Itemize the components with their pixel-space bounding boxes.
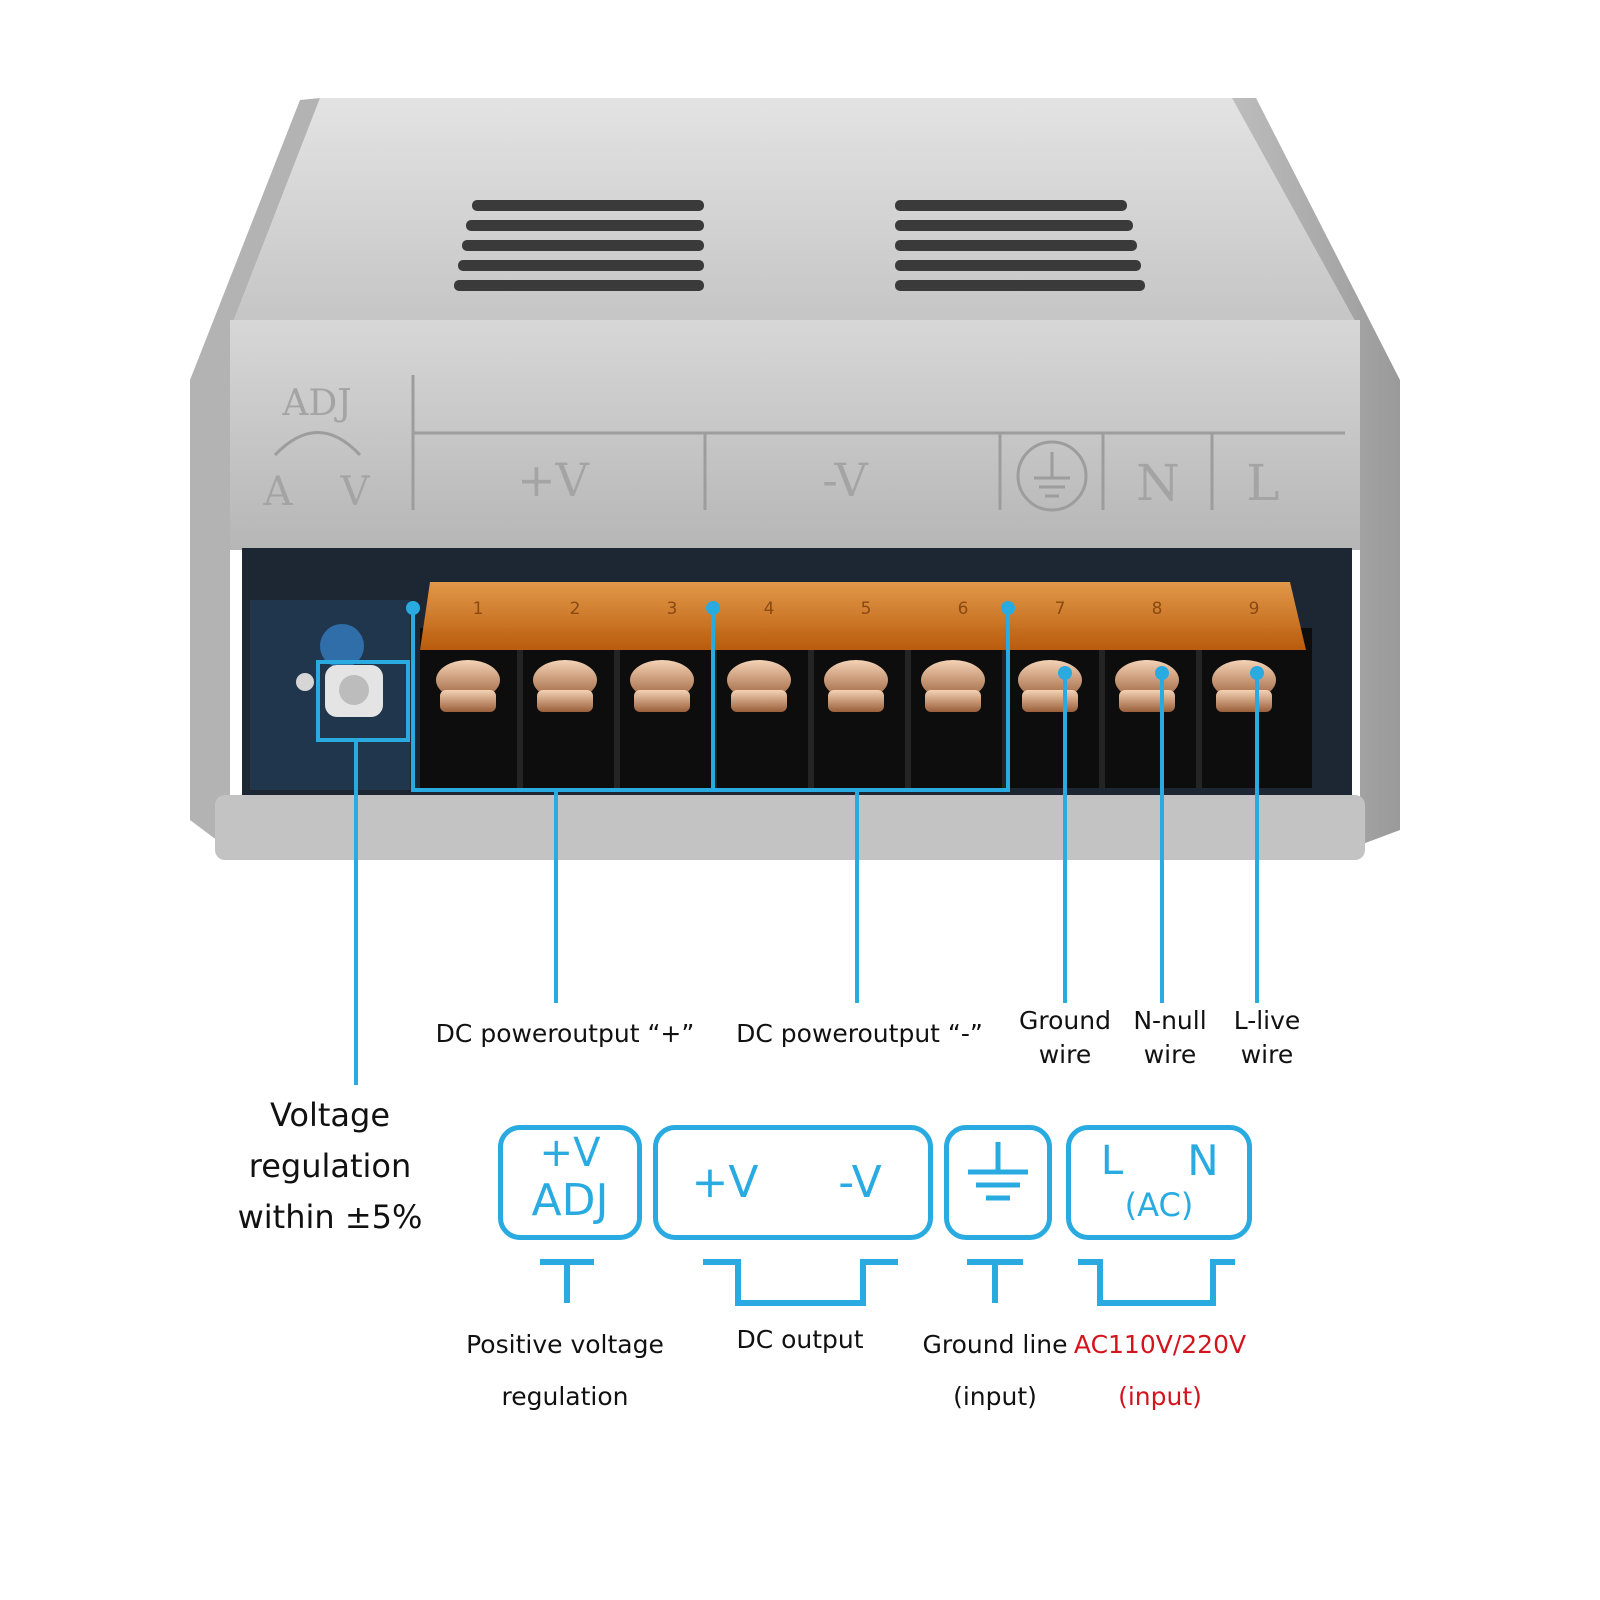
ground-line-label-line1: Ground line (922, 1330, 1068, 1359)
ac-box-n: N (1187, 1136, 1219, 1185)
l-live-wire-label-line2: wire (1240, 1040, 1294, 1069)
housing-left-side (190, 98, 320, 850)
adj-box-adj: ADJ (531, 1175, 609, 1226)
panel-label-adj: ADJ (281, 383, 351, 424)
terminal-cover (420, 582, 1306, 650)
dc-minus-label: DC poweroutput “-” (736, 1019, 983, 1048)
terminal-number: 5 (861, 599, 872, 619)
legend-brackets (540, 1259, 1235, 1306)
panel-label-plus-v: +V (517, 453, 590, 507)
dc-box-minus-v: -V (838, 1157, 882, 1208)
positive-voltage-label-line2: regulation (501, 1382, 629, 1411)
led (296, 673, 314, 691)
dc-box-plus-v: +V (691, 1157, 759, 1208)
vent-slots-right (895, 200, 1145, 291)
ground-symbol-legend (968, 1142, 1028, 1201)
terminal-number: 9 (1249, 599, 1260, 619)
panel-label-l: L (1246, 454, 1279, 512)
positive-voltage-label-line1: Positive voltage (466, 1330, 664, 1359)
terminal-number: 2 (570, 599, 581, 619)
ac-input-label-line1: AC110V/220V (1073, 1330, 1247, 1359)
panel-label-v: V (340, 469, 371, 515)
ac-box (1066, 1125, 1252, 1240)
panel-label-a: A (263, 469, 294, 515)
voltage-regulation-line1: Voltage (269, 1096, 391, 1134)
ground-line-label-line2: (input) (953, 1382, 1037, 1411)
terminal-number: 3 (667, 599, 678, 619)
panel-label-n: N (1136, 454, 1180, 512)
terminal-number: 4 (764, 599, 775, 619)
voltage-regulation-line3: within ±5% (237, 1198, 423, 1236)
terminal-number: 1 (473, 599, 484, 619)
n-null-wire-label-line2: wire (1143, 1040, 1197, 1069)
voltage-regulation-line2: regulation (248, 1147, 412, 1185)
terminal-number: 6 (958, 599, 969, 619)
vent-slots-left (454, 200, 704, 291)
housing-bottom-lip (215, 795, 1365, 860)
adj-box-plus-v: +V (539, 1130, 601, 1176)
capacitor (320, 624, 364, 668)
terminal-screws (436, 660, 1276, 712)
dc-box (653, 1125, 933, 1240)
dc-plus-label: DC poweroutput “+” (435, 1019, 695, 1048)
front-panel (230, 320, 1360, 550)
terminal-number: 7 (1055, 599, 1066, 619)
l-live-wire-label-line1: L-live (1233, 1006, 1301, 1035)
ground-box (944, 1125, 1052, 1240)
dc-output-label: DC output (736, 1325, 864, 1354)
callout-dots (406, 601, 1264, 680)
adj-box (498, 1125, 642, 1240)
housing-right-side (1232, 98, 1400, 845)
ac-box-l: L (1100, 1138, 1124, 1184)
terminal-number: 8 (1152, 599, 1163, 619)
earth-symbol-ring (1016, 440, 1088, 512)
n-null-wire-label-line1: N-null (1133, 1006, 1207, 1035)
ac-box-ac: (AC) (1124, 1186, 1194, 1224)
panel-label-minus-v: -V (822, 453, 868, 507)
ground-wire-label-line1: Ground (1019, 1006, 1111, 1035)
earth-symbol (1034, 452, 1070, 498)
panel-dividers (273, 375, 1345, 510)
ac-input-label-line2: (input) (1118, 1382, 1202, 1411)
ground-wire-label-line2: wire (1038, 1040, 1092, 1069)
callout-lines (316, 608, 1259, 1085)
housing-top (230, 98, 1360, 330)
